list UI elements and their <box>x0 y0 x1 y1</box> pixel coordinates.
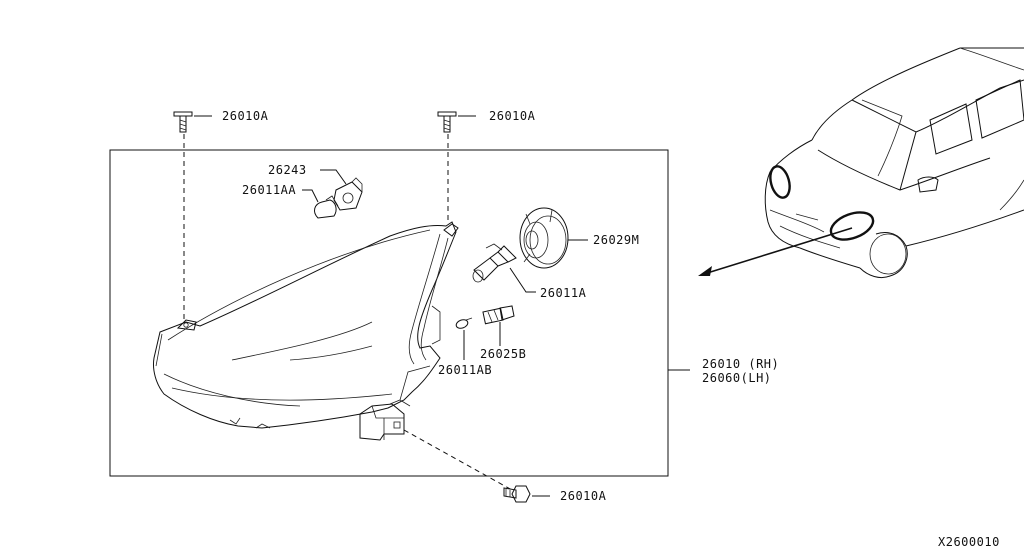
assembly-frame <box>109 149 669 477</box>
bolt-top-left-icon <box>173 111 193 133</box>
label-bulb-26011AA: 26011AA <box>242 183 296 197</box>
label-assembly-lh: 26060(LH) <box>702 371 772 385</box>
label-bolt-top-left: 26010A <box>222 109 269 123</box>
label-bulb-26011A: 26011A <box>540 286 587 300</box>
label-bolt-top-mid: 26010A <box>489 109 536 123</box>
label-socket-26243: 26243 <box>268 163 307 177</box>
bolt-bottom-icon <box>503 485 531 503</box>
bulb-26011AB-icon <box>455 317 473 329</box>
bolt-top-mid-icon <box>437 111 457 133</box>
socket-26025B-icon <box>482 305 515 325</box>
pointer-arrow <box>698 227 853 276</box>
label-bulb-26011AB: 26011AB <box>438 363 492 377</box>
label-socket-26025B: 26025B <box>480 347 526 361</box>
label-cap-26029M: 26029M <box>593 233 639 247</box>
bulb-26011A-icon <box>472 243 517 283</box>
headlamp-housing <box>153 221 459 441</box>
label-bolt-bottom: 26010A <box>560 489 607 503</box>
label-assembly-rh: 26010 (RH) <box>702 357 779 371</box>
figure-code: X2600010 <box>938 535 1000 549</box>
car-outline <box>764 47 1024 279</box>
socket-26243-icon <box>333 177 363 211</box>
dust-cap-26029M-icon <box>519 207 569 269</box>
